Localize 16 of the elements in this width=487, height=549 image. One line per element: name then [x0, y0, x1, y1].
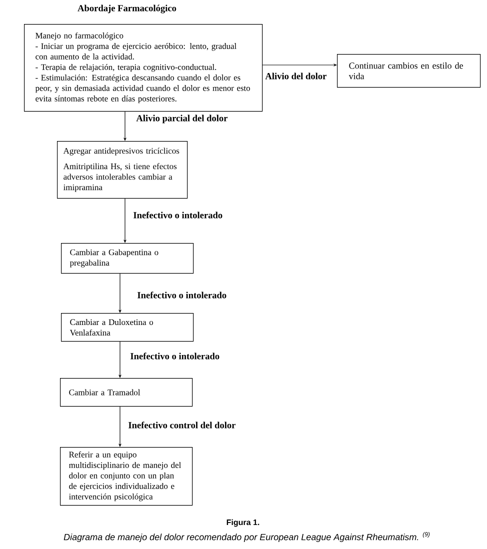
process-box: Manejo no farmacológico - Iniciar un programa de ejercicio aeróbico: lento, gradual con aumento de la actividad. - Terapia de relajación, terapia cognitivo-conductual. - Estimulación: Estratégica descansando cuando el dolor es peor, y sin demasiada actividad cuando el dolor es menor esto evita síntomas rebote en días posteriores. — [24, 24, 263, 112]
figure-label: Figura 1. — [226, 519, 260, 527]
diagram-title: Abordaje Farmacológico — [78, 4, 176, 14]
edge-label: Alivio parcial del dolor — [136, 114, 228, 124]
process-box: Agregar antidepresivos tricíclicos Amitriptilina Hs, si tiene efectos adversos intolerables cambiar a imipramina — [57, 141, 188, 199]
edge-label: Inefectivo control del dolor — [128, 422, 236, 428]
edge-label: Inefectivo o intolerado — [134, 212, 222, 218]
process-box: Cambiar a Gabapentina o pregabalina — [61, 243, 194, 274]
process-box: Cambiar a Tramadol — [60, 378, 193, 407]
process-box: Cambiar a Duloxetina o Venlafaxina — [61, 313, 194, 342]
process-box: Referir a un equipo multidisciplinario de manejo del dolor en conjunto con un plan de ejercicios individualizado e intervención psicológica — [60, 447, 193, 506]
edge-label: Inefectivo o intolerado — [138, 292, 226, 298]
process-box: Continuar cambios en estilo de vida — [337, 54, 481, 88]
edge-label: Inefectivo o intolerado — [130, 352, 220, 360]
figure-caption: Diagrama de manejo del dolor recomendado por European League Against Rheumatism. $^{(9)}$ — [64, 532, 430, 542]
edge-label: Alivio del dolor — [265, 72, 326, 80]
